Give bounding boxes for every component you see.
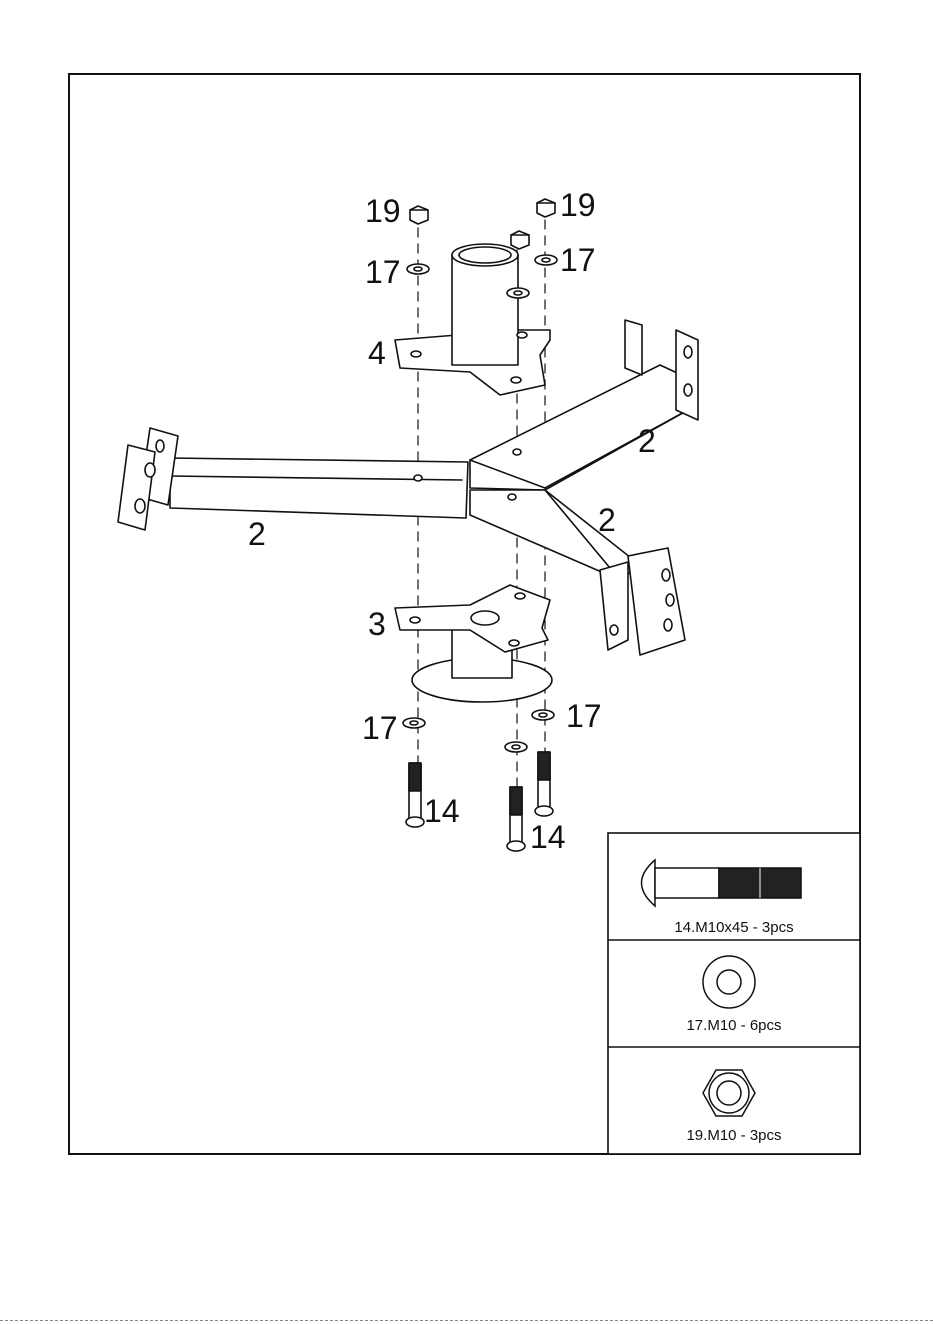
nuts-top	[410, 199, 555, 249]
callout-bolt-left: 14	[424, 793, 460, 829]
leg-left	[118, 428, 468, 530]
callout-nut-right: 19	[560, 187, 596, 223]
page-edge	[0, 1320, 933, 1321]
callout-leg-left: 2	[248, 516, 266, 552]
flat-washer-icon	[703, 956, 755, 1008]
callout-nut-left: 19	[365, 193, 401, 229]
callout-leg-right-lower: 2	[598, 502, 616, 538]
callout-bolt-right: 14	[530, 819, 566, 855]
hardware-legend: 14.M10x45 - 3pcs 17.M10 - 6pcs 19.M10 - …	[608, 833, 860, 1154]
legend-label-bolt: 14.M10x45 - 3pcs	[674, 919, 793, 936]
washers-bottom	[403, 710, 554, 752]
callout-leg-right-upper: 2	[638, 423, 656, 459]
callout-washer-top-right: 17	[560, 242, 596, 278]
legend-label-washer: 17.M10 - 6pcs	[686, 1017, 781, 1034]
callout-bottom-plate: 3	[368, 606, 386, 642]
callout-washer-top-left: 17	[365, 254, 401, 290]
legend-label-nut: 19.M10 - 3pcs	[686, 1127, 781, 1144]
callout-washer-bottom-left: 17	[362, 710, 398, 746]
callout-washer-bottom-right: 17	[566, 698, 602, 734]
callout-top-plate: 4	[368, 335, 386, 371]
